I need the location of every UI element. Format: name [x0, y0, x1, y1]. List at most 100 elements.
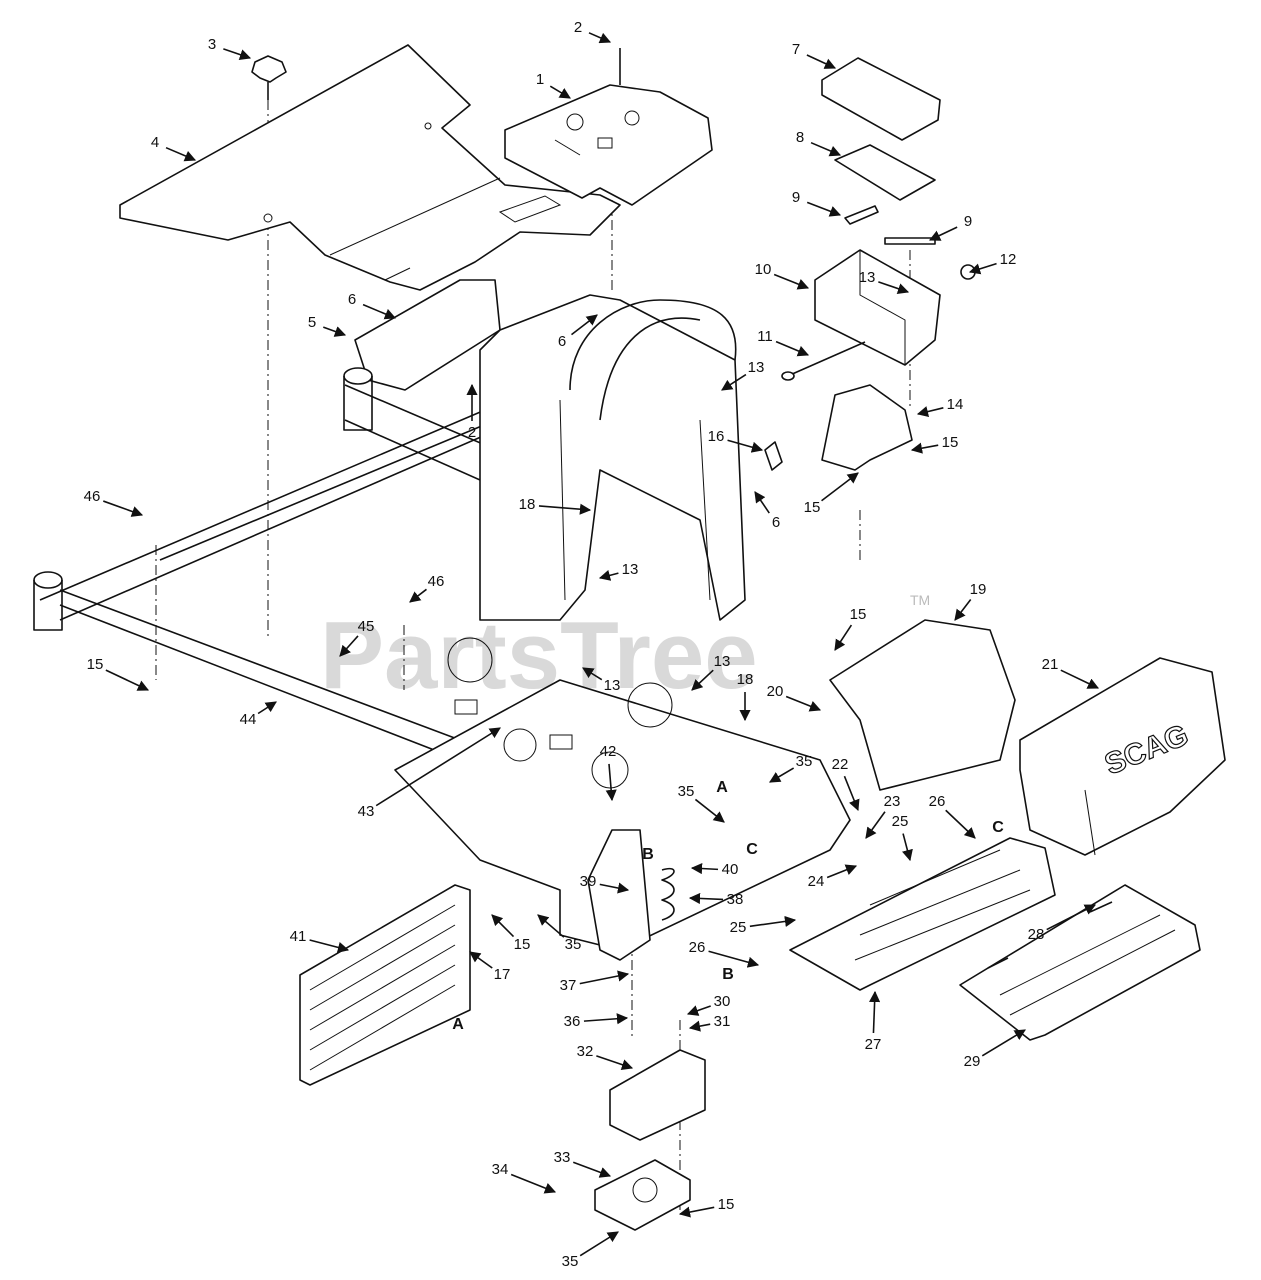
callout-c29: 29 — [964, 1029, 1026, 1070]
callout-label: 9 — [792, 189, 800, 206]
callout-label: 34 — [492, 1161, 509, 1178]
callout-leader-arrow — [688, 1020, 711, 1032]
callout-leader-arrow — [469, 951, 493, 969]
callout-leader-arrow — [598, 569, 619, 581]
callout-label: 15 — [942, 434, 959, 451]
callout-leader-arrow — [362, 303, 397, 320]
callout-c18a: 18 — [519, 496, 592, 515]
callout-c6a: 6 — [348, 291, 397, 320]
callout-label: 37 — [560, 977, 577, 994]
part-29-foot-plate — [959, 884, 1201, 1041]
callout-leader-arrow — [605, 763, 617, 802]
callout-c26a: 26 — [929, 793, 976, 839]
callout-leader-arrow — [727, 439, 764, 453]
seat-tower-frame — [479, 294, 746, 621]
callout-leader-arrow — [806, 54, 837, 69]
callout-leader-arrow — [678, 1206, 715, 1218]
callout-c15e: 15 — [491, 914, 530, 953]
callout-c25b: 25 — [730, 915, 797, 936]
callout-leader-arrow — [902, 833, 913, 862]
callout-c1: 1 — [536, 71, 571, 99]
callout-label: 5 — [308, 314, 316, 331]
callout-label: 46 — [84, 488, 101, 505]
callout-leader-arrow — [981, 1029, 1026, 1057]
callout-label: 46 — [428, 573, 445, 590]
callout-c8: 8 — [796, 129, 842, 157]
callout-layer: 1223456667899101112131313131314151515151… — [84, 19, 1100, 1270]
part-8-pad — [834, 144, 936, 201]
part-9-strip — [844, 205, 936, 245]
part-12-knob — [960, 264, 976, 280]
callout-c2a: 2 — [574, 19, 612, 44]
callout-c40: 40 — [690, 861, 738, 878]
callout-c45: 45 — [339, 618, 375, 657]
callout-label: 13 — [714, 653, 731, 670]
callout-leader-arrow — [954, 599, 972, 621]
callout-label: 26 — [689, 939, 706, 956]
callout-c35d: 35 — [562, 1231, 619, 1270]
callout-label: 45 — [358, 618, 375, 635]
callout-c7: 7 — [792, 41, 837, 69]
callout-label: 26 — [929, 793, 946, 810]
callout-leader-arrow — [339, 635, 359, 657]
callout-label: 10 — [755, 261, 772, 278]
callout-c30: 30 — [686, 993, 731, 1016]
callout-label: 30 — [714, 993, 731, 1010]
callout-leader-arrow — [223, 48, 252, 61]
callout-label: 8 — [796, 129, 804, 146]
callout-label: 6 — [772, 514, 780, 531]
callout-label: 41 — [290, 928, 307, 945]
callout-label: 43 — [358, 803, 375, 820]
callout-c3: 3 — [208, 36, 252, 61]
callout-leader-arrow — [928, 226, 958, 241]
callout-c25a: 25 — [892, 813, 913, 862]
reference-letter-lc1: C — [746, 841, 758, 858]
callout-label: 15 — [850, 606, 867, 623]
part-33-plate — [594, 1159, 691, 1231]
callout-label: 2 — [574, 19, 582, 36]
callout-label: 16 — [708, 428, 725, 445]
callout-c22: 22 — [832, 756, 860, 812]
part-27-floor-pan — [789, 837, 1056, 991]
callout-c17: 17 — [469, 951, 511, 983]
callout-label: 21 — [1042, 656, 1059, 673]
callout-leader-arrow — [579, 1231, 619, 1257]
chassis-floor — [394, 637, 851, 951]
callout-label: 44 — [240, 711, 257, 728]
reference-letter-lb1: B — [642, 846, 654, 863]
part-38-spring — [661, 867, 675, 921]
callout-label: 17 — [494, 966, 511, 983]
reference-letter-la2: A — [452, 1016, 464, 1033]
callout-label: 11 — [757, 328, 773, 345]
callout-label: 25 — [730, 919, 747, 936]
callout-leader-arrow — [572, 1161, 612, 1178]
callout-c13a: 13 — [859, 269, 910, 295]
callout-c6c: 6 — [754, 491, 780, 531]
callout-label: 35 — [562, 1253, 579, 1270]
callout-c13b: 13 — [721, 359, 764, 391]
callout-label: 14 — [947, 396, 964, 413]
callout-label: 1 — [536, 71, 544, 88]
callout-leader-arrow — [491, 914, 515, 938]
callout-leader-arrow — [309, 939, 350, 953]
callout-c31: 31 — [688, 1013, 731, 1032]
callout-label: 20 — [767, 683, 784, 700]
callout-label: 35 — [796, 753, 813, 770]
callout-c24: 24 — [808, 864, 858, 890]
callout-c5: 5 — [308, 314, 347, 337]
callout-label: 18 — [737, 671, 754, 688]
callout-label: 13 — [604, 677, 621, 694]
callout-label: 4 — [151, 134, 159, 151]
callout-leader-arrow — [375, 727, 501, 807]
callout-c20: 20 — [767, 683, 822, 712]
reference-letter-lb2: B — [722, 966, 734, 983]
callout-label: 31 — [714, 1013, 731, 1030]
callout-c19: 19 — [954, 581, 986, 621]
callout-label: 13 — [859, 269, 876, 286]
callout-c46a: 46 — [84, 488, 144, 517]
callout-leader-arrow — [721, 373, 747, 391]
callout-leader-arrow — [409, 588, 427, 603]
callout-leader-arrow — [588, 32, 612, 44]
callout-leader-arrow — [583, 1013, 629, 1025]
